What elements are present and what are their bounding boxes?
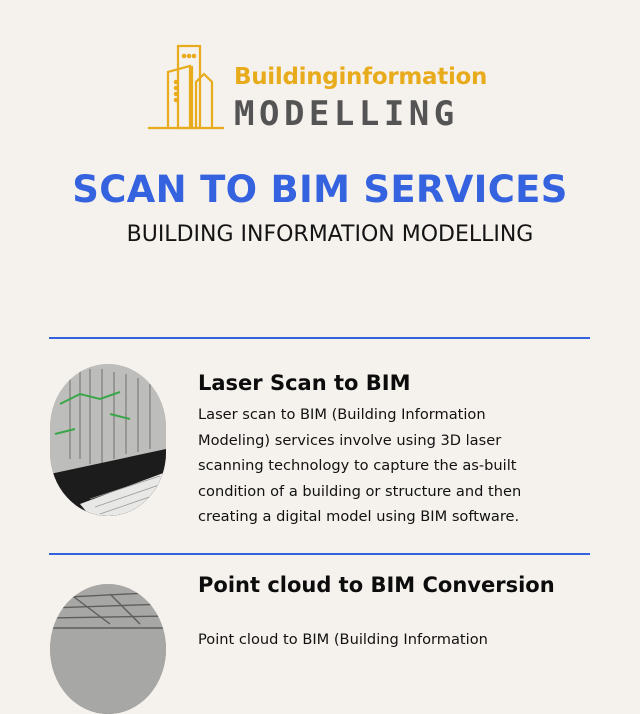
section-divider — [49, 553, 590, 555]
section-body-laser-scan: Laser scan to BIM (Building Information … — [198, 402, 598, 530]
point-cloud-interior-image — [50, 584, 166, 714]
section-title-laser-scan: Laser Scan to BIM — [198, 371, 411, 395]
body-line: scanning technology to capture the as-bu… — [198, 457, 517, 474]
body-line: creating a digital model using BIM softw… — [198, 508, 520, 525]
section-divider — [49, 337, 590, 339]
logo-wordmark-top: Buildinginformation — [234, 64, 488, 90]
logo-wordmark-bottom: MODELLING — [234, 94, 459, 134]
section-title-point-cloud: Point cloud to BIM Conversion — [198, 573, 555, 597]
page-title: SCAN TO BIM SERVICES — [72, 168, 568, 211]
laser-scan-building-model-image — [50, 364, 166, 516]
logo: Buildinginformation MODELLING — [146, 42, 496, 136]
body-line: condition of a building or structure and… — [198, 482, 522, 500]
body-line: Laser scan to BIM (Building Information — [198, 406, 486, 423]
body-line: Modeling) services involve using 3D lase… — [198, 431, 502, 449]
page-subtitle: BUILDING INFORMATION MODELLING — [126, 222, 534, 247]
building-skyline-icon — [148, 44, 224, 130]
